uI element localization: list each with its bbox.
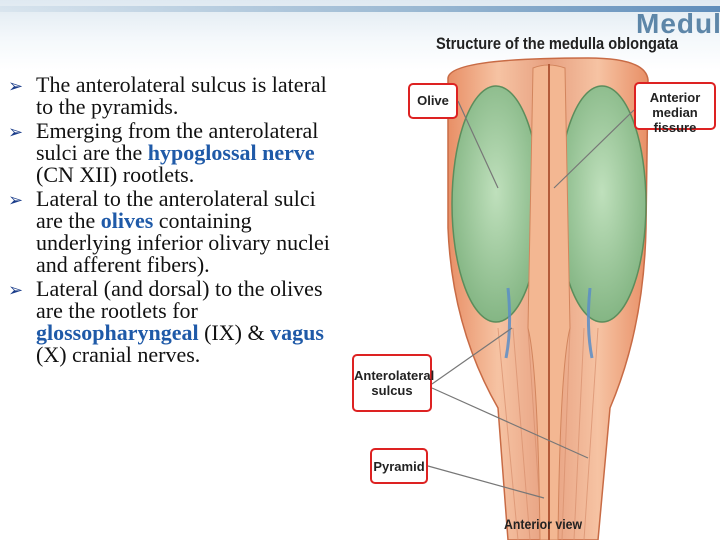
- slide-title-fragment: Medulla: [636, 8, 720, 39]
- bullet-text: Lateral to the anterolateral sulci are t…: [36, 186, 316, 233]
- bullet-keyword: olives: [100, 208, 154, 233]
- right-olive: [557, 85, 647, 323]
- bullet-keyword: vagus: [270, 320, 324, 345]
- label-pyramid-text: Pyramid: [373, 459, 425, 474]
- bullet-text: Lateral (and dorsal) to the olives are t…: [36, 276, 323, 323]
- medulla-illustration: [427, 57, 649, 540]
- bullet-item: ➢ The anterolateral sulcus is lateral to …: [8, 74, 348, 118]
- left-olive: [451, 85, 541, 323]
- arrow-bullet-icon: ➢: [8, 280, 24, 301]
- bullet-item: ➢ Emerging from the anterolateral sulci a…: [8, 120, 348, 186]
- label-pyramid: Pyramid: [370, 448, 428, 484]
- header-streak: [0, 6, 720, 12]
- bullet-list: ➢ The anterolateral sulcus is lateral to …: [8, 74, 348, 368]
- bullet-text: (CN XII) rootlets.: [36, 162, 195, 187]
- label-anterior-median-fissure: Anterior median fissure: [634, 82, 716, 135]
- label-fissure-line1: Anterior: [649, 90, 701, 105]
- bullet-text: containing underlying inferior olivary n…: [36, 208, 330, 277]
- arrow-bullet-icon: ➢: [8, 76, 24, 97]
- label-olive: Olive: [408, 83, 458, 119]
- bullet-text: (X) cranial nerves.: [36, 342, 201, 367]
- bullet-item: ➢ Lateral to the anterolateral sulci are …: [8, 188, 348, 276]
- figure-caption: Anterior view: [504, 516, 583, 532]
- arrow-bullet-icon: ➢: [8, 122, 24, 143]
- bullet-item: ➢ Lateral (and dorsal) to the olives are …: [8, 278, 348, 366]
- label-anterolateral-line1: Anterolateral: [354, 368, 435, 383]
- bullet-keyword: hypoglossal nerve: [147, 140, 315, 165]
- figure-title: Structure of the medulla oblongata: [436, 34, 679, 53]
- bullet-keyword: glossopharyngeal: [36, 320, 199, 345]
- bullet-text: The anterolateral sulcus is lateral to t…: [36, 72, 327, 119]
- label-anterolateral-line2: sulcus: [371, 383, 413, 398]
- bullet-text: Emerging from the anterolateral sulci ar…: [36, 118, 319, 165]
- bullet-text: (IX) &: [198, 320, 271, 345]
- medulla-figure: Structure of the medulla oblongata: [348, 28, 720, 540]
- header-band: Medulla: [0, 0, 720, 70]
- label-fissure-line2: median fissure: [652, 105, 698, 135]
- label-olive-text: Olive: [417, 93, 449, 108]
- label-anterolateral-sulcus: Anterolateral sulcus: [352, 354, 435, 412]
- arrow-bullet-icon: ➢: [8, 190, 24, 211]
